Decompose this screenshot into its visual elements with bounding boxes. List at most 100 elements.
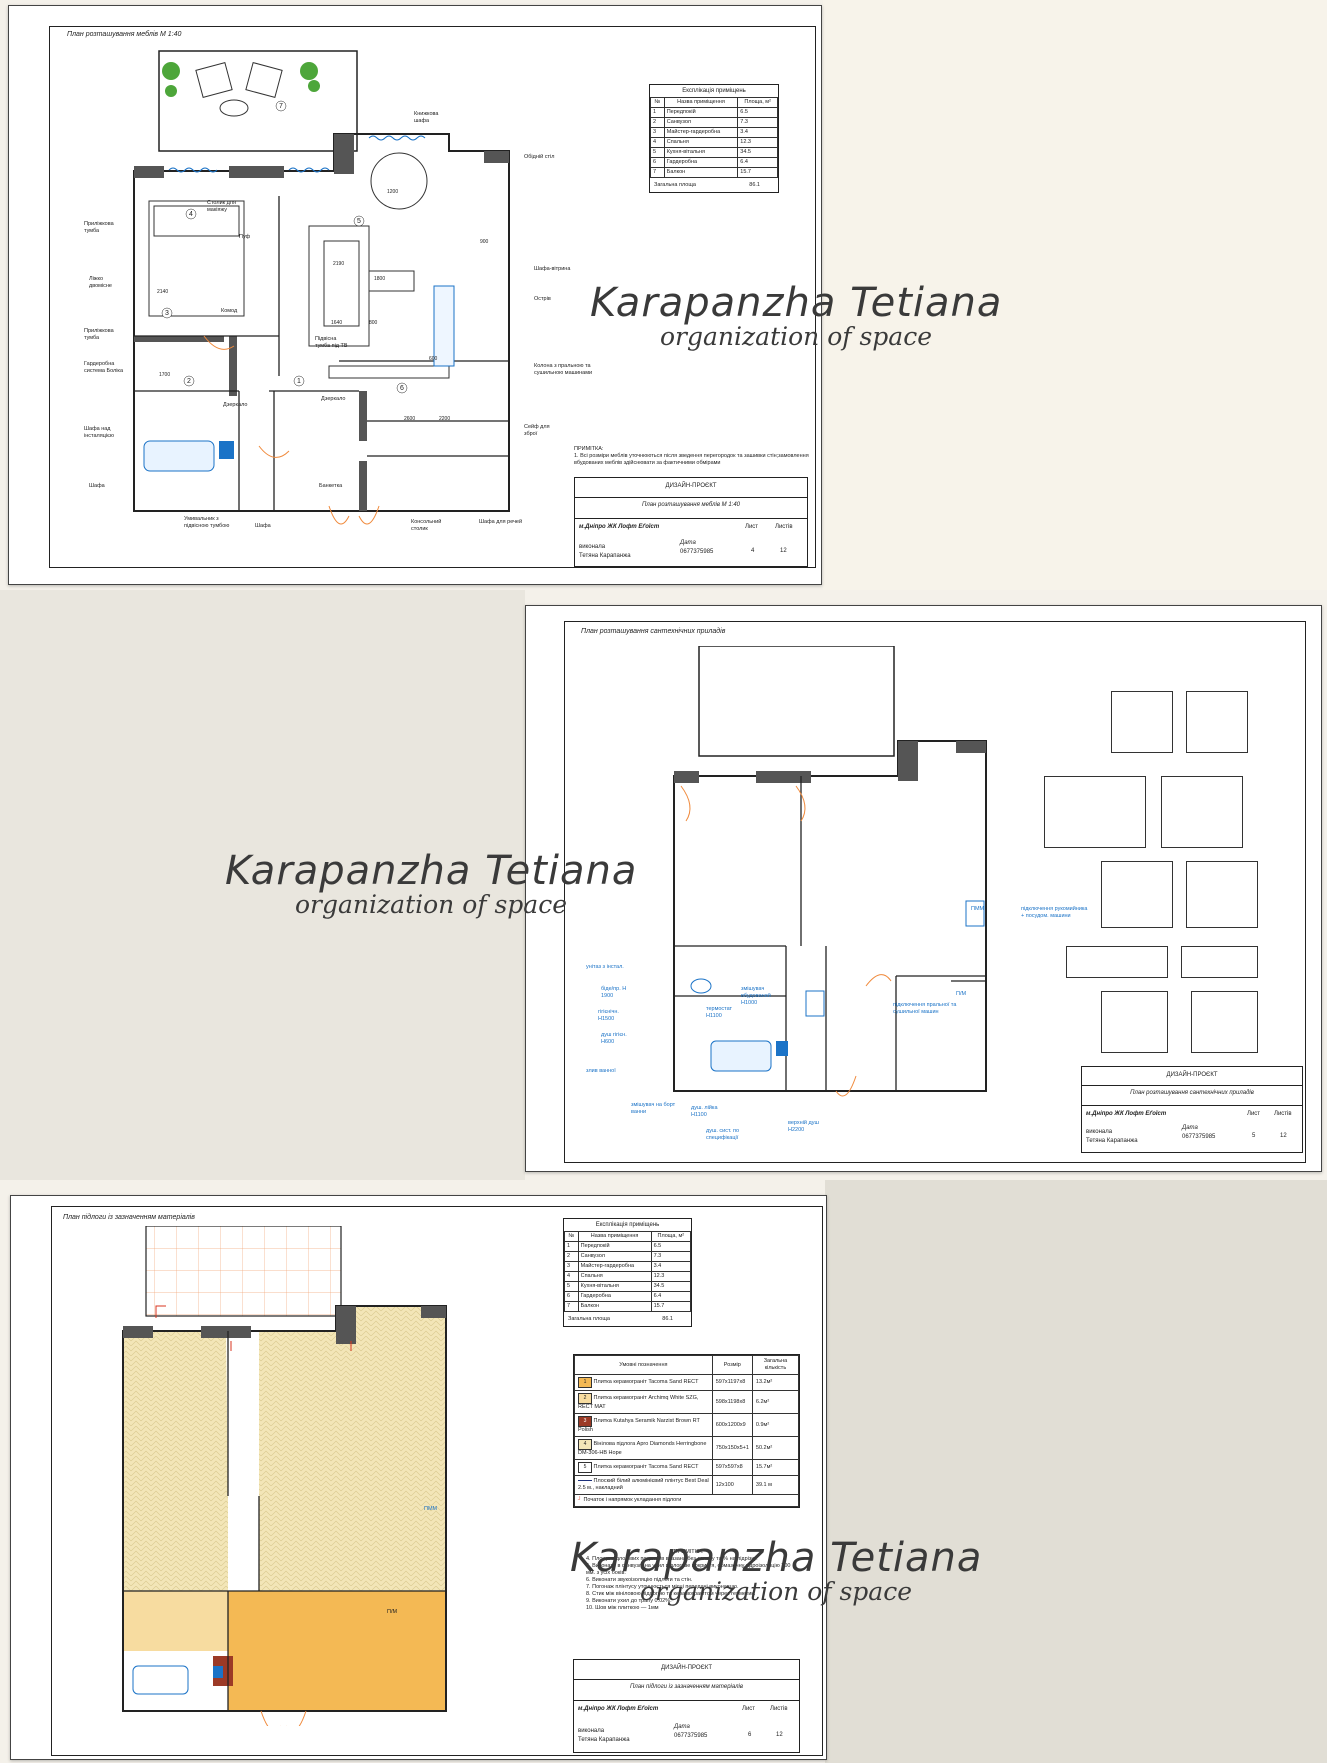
explication-caption: Експлікація приміщень xyxy=(682,88,746,94)
cell: 5 xyxy=(650,147,665,158)
legend-item: 4 Вінілова підлога Apro Diamonds Herring… xyxy=(574,1436,713,1460)
stamp-sheets-label: Листів xyxy=(775,524,793,530)
plan-label: Шафа xyxy=(89,483,105,489)
note-line: 7. Погонаж плінтусу уточнюється місці пе… xyxy=(586,1584,739,1590)
legend-size: 597х1197х8 xyxy=(711,1374,753,1391)
fixture-drawing xyxy=(1181,946,1258,978)
legend-item: 1 Плитка керамограніт Tacoma Sand RECT xyxy=(574,1374,713,1391)
plan-label: Дзеркало xyxy=(223,402,248,408)
background-bottom-right xyxy=(825,1180,1327,1763)
plumbing-label: душ. лійка H1100 xyxy=(691,1105,718,1118)
stamp-sheets: 12 xyxy=(780,548,787,554)
legend-item: 2 Плитка керамограніт Archimq White SZG,… xyxy=(574,1390,713,1414)
sheet-frame xyxy=(564,621,1306,1163)
legend-header: Розмір xyxy=(711,1355,753,1375)
cell: Передпокій xyxy=(577,1241,652,1252)
dimension: 800 xyxy=(369,320,378,326)
col-header: Назва приміщення xyxy=(577,1231,652,1242)
legend-qty: 50.2м² xyxy=(751,1436,800,1460)
legend-header: Умовні позначення xyxy=(574,1355,713,1375)
stamp-project: ДИЗАЙН-ПРОЄКТ xyxy=(1166,1072,1218,1078)
plan-label: Дзеркало xyxy=(321,396,346,402)
cell: 7.3 xyxy=(737,117,778,128)
stamp-divider xyxy=(1082,1085,1302,1086)
cell: 6.5 xyxy=(650,1241,692,1252)
legend-qty: 13.2м² xyxy=(751,1374,800,1391)
plan-label: Банкетка xyxy=(319,483,343,489)
legend-swatch: 4 xyxy=(578,1439,592,1450)
total-label: Загальна площа xyxy=(654,182,696,188)
legend-size: 597х597х8 xyxy=(711,1459,753,1476)
room-number: 6 xyxy=(400,385,404,392)
total-label: Загальна площа xyxy=(568,1316,610,1322)
plan-label: Комод xyxy=(221,308,238,314)
cell: Санвузол xyxy=(663,117,739,128)
legend-name: Плитка керамограніт Tacoma Sand RECT xyxy=(593,1379,699,1385)
stamp-author: Тетяна Карапанжа xyxy=(579,553,631,559)
stamp-sheets: 12 xyxy=(1280,1133,1287,1139)
room-number: 3 xyxy=(165,310,169,317)
legend-name: Плитка керамограніт Tacoma Sand RECT xyxy=(593,1464,699,1470)
room-number: 2 xyxy=(187,378,191,385)
cell: 3 xyxy=(564,1261,579,1272)
cell: 15.7 xyxy=(737,167,778,178)
stamp-name: План підлоги із зазначенням матеріалів xyxy=(629,1684,744,1690)
stamp-sign: Дата xyxy=(1182,1125,1198,1131)
legend-row: 2 Плитка керамограніт Archimq White SZG,… xyxy=(574,1390,800,1414)
legend-item: Плоский білий алюмінієвий плінтус Best D… xyxy=(574,1475,713,1495)
total-value: 86.1 xyxy=(749,182,760,188)
sheet-title: План розташування сантехнічних приладів xyxy=(581,628,726,635)
plan-label: Приліжкова тумба xyxy=(84,328,114,341)
legend-qty: 6.2м² xyxy=(751,1390,800,1414)
stamp-phone: 0677375985 xyxy=(674,1733,708,1739)
fixture-drawing xyxy=(1161,776,1243,848)
cell: 34.5 xyxy=(650,1281,692,1292)
note-line: 5. Виконати в санвузлі на ухил підлогове… xyxy=(586,1563,791,1576)
plumbing-label: змішувач вбудований H1000 xyxy=(741,986,771,1006)
col-header: Площа, м² xyxy=(737,97,778,108)
plan-label: Гардеробна система Боліка xyxy=(84,361,124,374)
note-line: 4. Площа підлогових покриттів вказана бе… xyxy=(586,1556,758,1562)
stamp-phone: 0677375985 xyxy=(680,549,714,555)
stamp-project: ДИЗАЙН-ПРОЄКТ xyxy=(661,1665,712,1671)
legend-swatch: 2 xyxy=(578,1393,592,1404)
plan-label: Пуф xyxy=(239,234,251,240)
stamp-by: виконала xyxy=(578,1728,605,1734)
plumbing-label: біде/пр. H 1900 xyxy=(601,986,627,999)
plan-label: Ліжко двомісне xyxy=(89,276,112,289)
legend-swatch: 3 xyxy=(578,1416,592,1427)
legend-qty: 0.9м² xyxy=(751,1413,800,1437)
stamp-sheet-label: Лист xyxy=(1247,1111,1261,1117)
cell: Майстер-гардеробна xyxy=(577,1261,652,1272)
legend-row: 4 Вінілова підлога Apro Diamonds Herring… xyxy=(574,1436,800,1460)
dimension: 600 xyxy=(429,356,438,362)
stamp-sheet-no: 4 xyxy=(751,548,755,554)
plumbing-label: унітаз з інстал. xyxy=(586,964,624,970)
stamp-divider xyxy=(574,1679,799,1680)
plan-label: Шафа над інсталяцією xyxy=(84,426,115,439)
cell: 5 xyxy=(564,1281,579,1292)
plan-label: Сейф для зброї xyxy=(524,424,550,437)
room-number: 1 xyxy=(297,378,301,385)
legend-row: Плоский білий алюмінієвий плінтус Best D… xyxy=(574,1475,800,1495)
stamp-sheet-label: Лист xyxy=(742,1706,756,1712)
legend-qty: 39.1 м xyxy=(751,1475,800,1495)
legend-size: 600х1200х9 xyxy=(711,1413,753,1437)
legend-header: Загальна кількість xyxy=(751,1355,800,1375)
fixture-drawing xyxy=(1186,691,1248,753)
materials-legend: Умовні позначення Розмір Загальна кількі… xyxy=(573,1354,800,1508)
cell: Гардеробна xyxy=(577,1291,652,1302)
cell: 6.4 xyxy=(737,157,778,168)
cell: 7 xyxy=(650,167,665,178)
stamp-sheet-label: Лист xyxy=(745,524,759,530)
sheet-title: План підлоги із зазначенням матеріалів xyxy=(63,1214,195,1221)
sheet-frame xyxy=(51,1206,823,1756)
